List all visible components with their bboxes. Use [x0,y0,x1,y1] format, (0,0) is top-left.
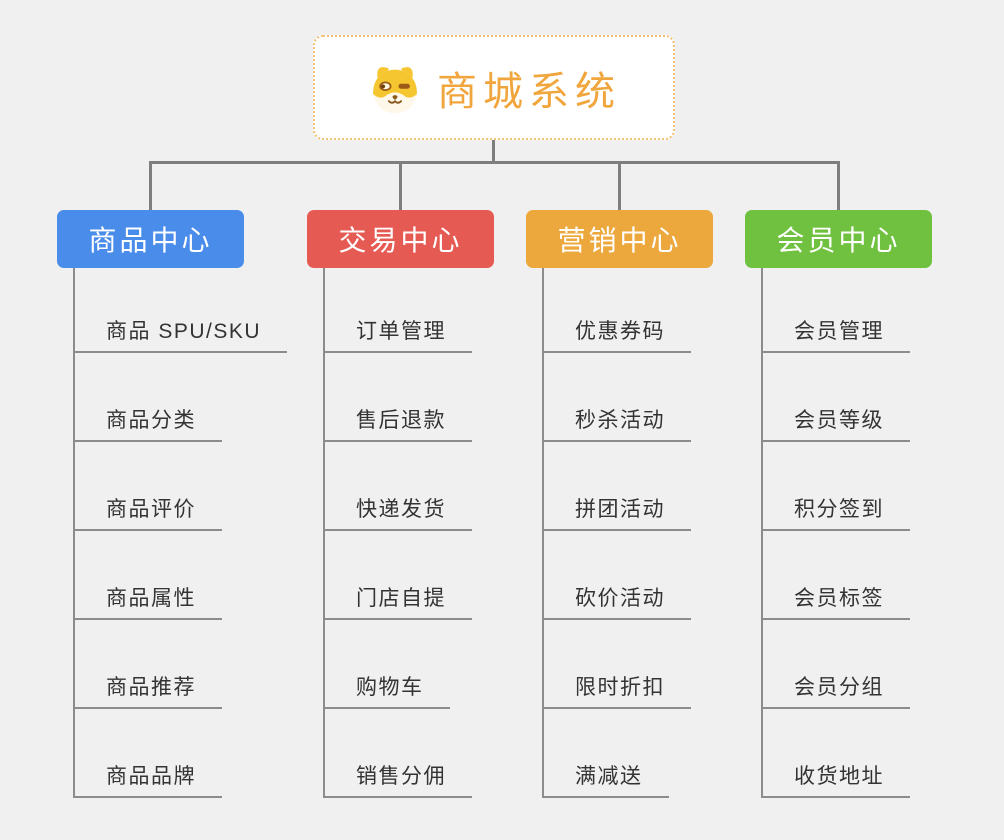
connector-root-drop [492,138,495,163]
child-node[interactable]: 限时折扣 [542,667,691,709]
child-node[interactable]: 积分签到 [761,489,910,531]
child-node[interactable]: 售后退款 [323,400,472,442]
child-node[interactable]: 会员等级 [761,400,910,442]
connector-spine-goods [73,268,75,798]
child-node[interactable]: 购物车 [323,667,450,709]
branch-node-marketing[interactable]: 营销中心 [526,210,713,268]
connector-drop-goods [149,161,152,210]
connector-drop-member [837,161,840,210]
child-node[interactable]: 销售分佣 [323,756,472,798]
connector-spine-marketing [542,268,544,798]
child-node[interactable]: 商品 SPU/SKU [73,311,288,353]
child-node[interactable]: 会员分组 [761,667,910,709]
child-node[interactable]: 砍价活动 [542,578,691,620]
child-node[interactable]: 商品分类 [73,400,222,442]
branch-column-marketing: 营销中心 优惠券码 秒杀活动 拼团活动 砍价活动 限时折扣 满减送 [526,210,713,798]
child-node[interactable]: 商品推荐 [73,667,222,709]
child-node[interactable]: 商品评价 [73,489,222,531]
dog-face-icon [373,66,417,113]
child-node[interactable]: 订单管理 [323,311,472,353]
connector-spine-trade [323,268,325,798]
child-node[interactable]: 门店自提 [323,578,472,620]
child-node[interactable]: 商品属性 [73,578,222,620]
child-node[interactable]: 商品品牌 [73,756,222,798]
connector-drop-trade [399,161,402,210]
child-node[interactable]: 会员标签 [761,578,910,620]
child-node[interactable]: 收货地址 [761,756,910,798]
branch-node-trade[interactable]: 交易中心 [307,210,494,268]
branch-column-trade: 交易中心 订单管理 售后退款 快递发货 门店自提 购物车 销售分佣 [307,210,494,798]
root-node[interactable]: 商城系统 [313,35,675,140]
branch-column-goods: 商品中心 商品 SPU/SKU 商品分类 商品评价 商品属性 商品推荐 商品品牌 [57,210,288,798]
branch-node-goods[interactable]: 商品中心 [57,210,244,268]
branch-node-member[interactable]: 会员中心 [745,210,932,268]
child-node[interactable]: 满减送 [542,756,669,798]
child-node[interactable]: 拼团活动 [542,489,691,531]
child-node[interactable]: 秒杀活动 [542,400,691,442]
root-title: 商城系统 [437,69,621,114]
child-node[interactable]: 快递发货 [323,489,472,531]
child-node[interactable]: 优惠券码 [542,311,691,353]
connector-spine-member [761,268,763,798]
connector-bus [149,161,840,164]
connector-drop-marketing [618,161,621,210]
branch-column-member: 会员中心 会员管理 会员等级 积分签到 会员标签 会员分组 收货地址 [745,210,932,798]
child-node[interactable]: 会员管理 [761,311,910,353]
